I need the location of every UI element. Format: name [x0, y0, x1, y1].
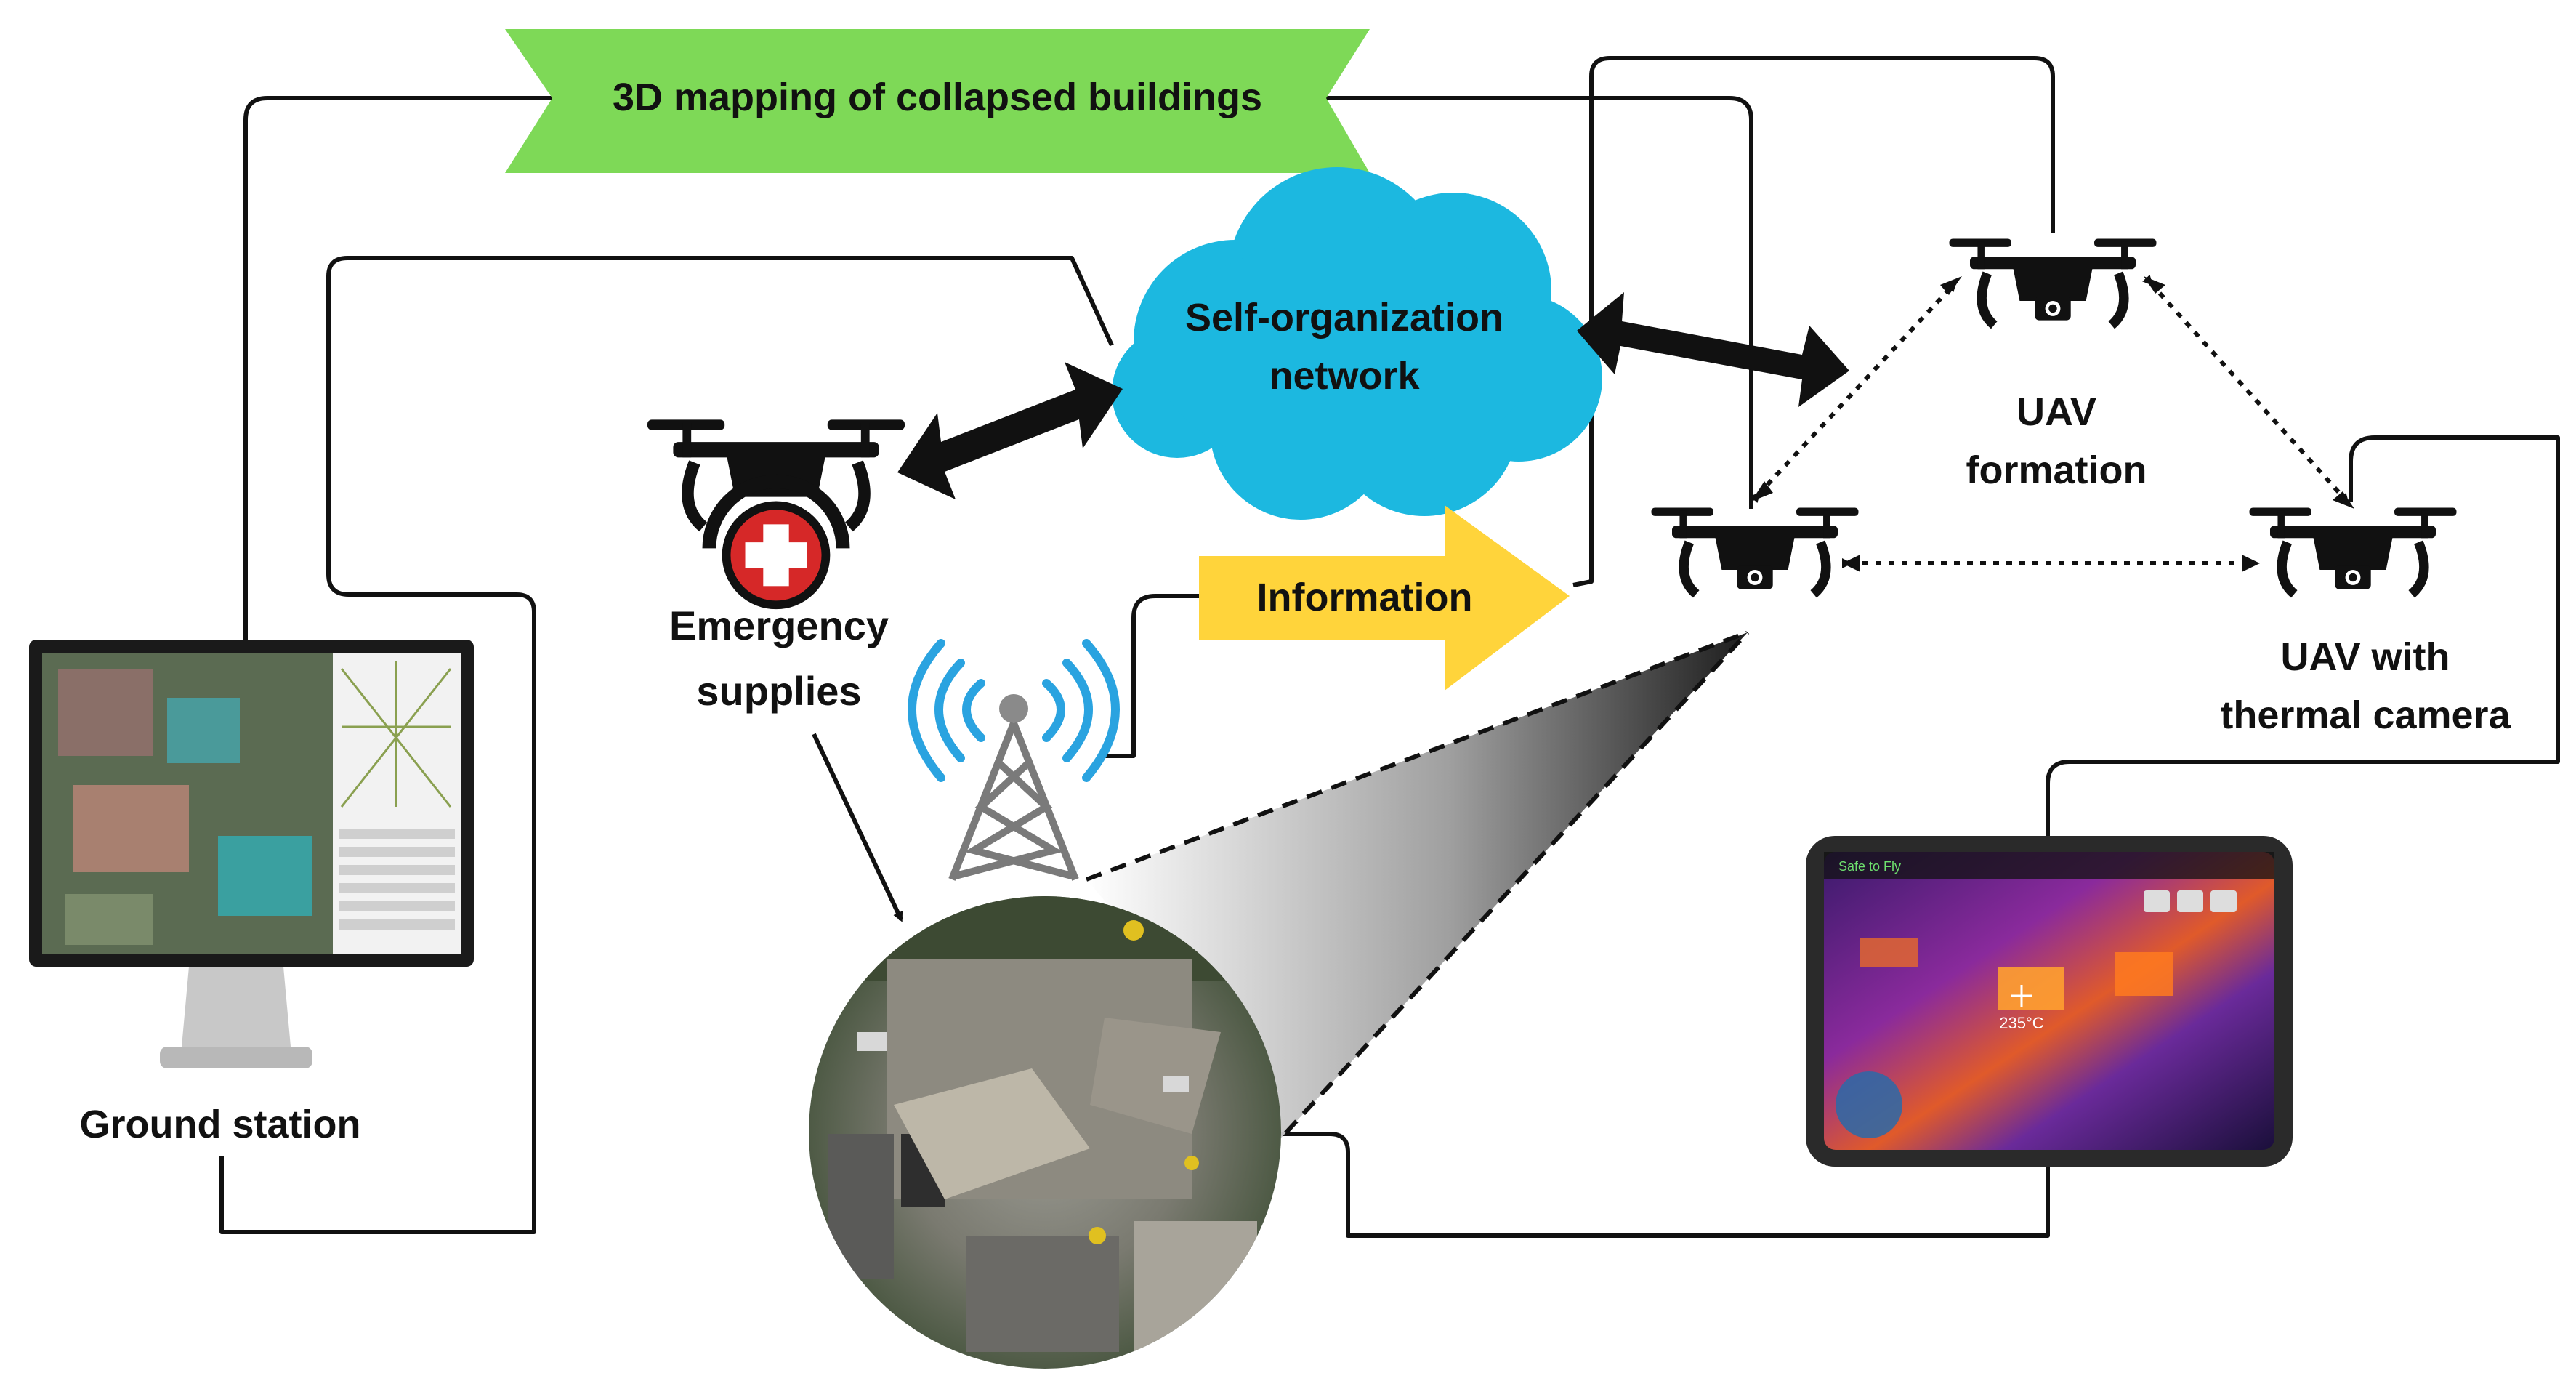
connector-tablet-to-thermal — [2046, 435, 2560, 836]
self-organization-cloud: Self-organization network — [1112, 167, 1602, 520]
ground-station-monitor-icon — [29, 640, 474, 1068]
emergency-label-line2: supplies — [696, 668, 861, 714]
thermal-drone-icon — [2250, 508, 2457, 595]
radio-tower-icon — [908, 639, 1120, 881]
thermal-label-line2: thermal camera — [2220, 693, 2511, 737]
formation-label-line2: formation — [1966, 448, 2147, 492]
connector-emergency-to-site — [812, 733, 903, 922]
formation-dotted-links — [1750, 274, 2349, 568]
formation-drone-top-icon — [1950, 239, 2157, 326]
tablet-temperature-readout: 235°C — [1999, 1014, 2044, 1032]
ground-station-label: Ground station — [80, 1103, 361, 1146]
tablet-status-text: Safe to Fly — [1838, 859, 1901, 874]
cloud-label-line2: network — [1269, 354, 1420, 398]
connector-info-to-formation — [1572, 56, 2055, 587]
formation-label-line1: UAV — [2016, 390, 2096, 434]
formation-drone-left-icon — [1652, 508, 1859, 595]
information-arrow: Information — [1199, 505, 1570, 691]
connector-lines — [219, 56, 2560, 1238]
connector-ground-to-cloud — [219, 256, 1114, 1234]
connector-site-to-tablet — [1277, 1132, 2050, 1238]
connector-mapping-to-drone — [1323, 96, 1753, 509]
thermal-label-line1: UAV with — [2281, 635, 2450, 679]
emergency-drone-icon — [647, 419, 905, 610]
cloud-label-line1: Self-organization — [1185, 296, 1503, 339]
beam-dashed-edges — [1085, 630, 1750, 1154]
connector-ground-to-mapping — [243, 96, 552, 640]
emergency-label-line1: Emergency — [669, 603, 889, 648]
connector-tower-to-info — [1105, 594, 1199, 758]
mapping-label: 3D mapping of collapsed buildings — [613, 76, 1262, 119]
thermal-tablet-icon: Safe to Fly 235°C — [1806, 836, 2293, 1167]
double-arrow-emergency-cloud — [897, 362, 1123, 499]
information-label: Information — [1257, 576, 1473, 619]
double-arrow-cloud-formation — [1577, 292, 1849, 407]
mapping-banner: 3D mapping of collapsed buildings — [505, 29, 1370, 173]
